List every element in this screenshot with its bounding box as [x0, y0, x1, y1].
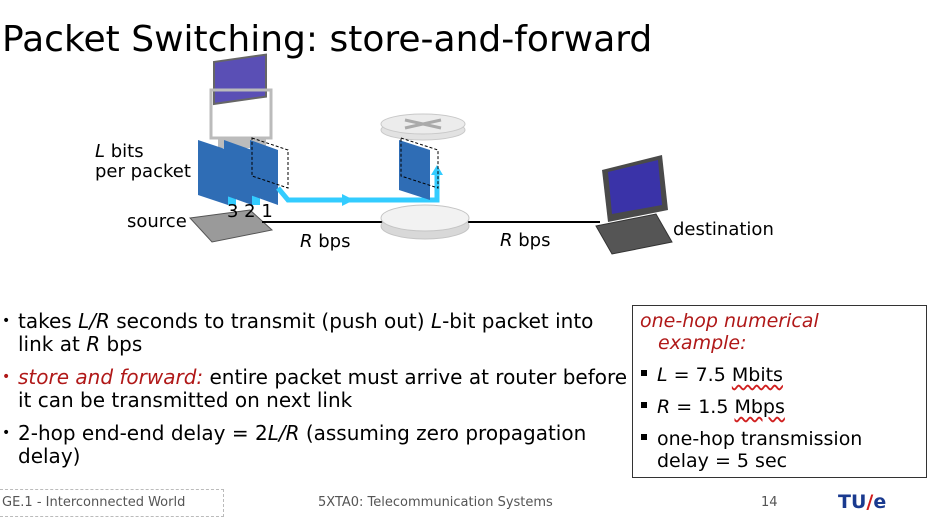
- transmission-path: [276, 172, 440, 203]
- arrow-up-icon: [431, 165, 443, 175]
- bullet-two-hop-delay: • 2-hop end-end delay = 2L/R (assuming z…: [2, 421, 587, 468]
- page-number: 14: [761, 495, 778, 510]
- packets-icon: [198, 137, 289, 205]
- link1-rate-label: R bps: [300, 231, 351, 252]
- packet-numbers-label: 3 2 1: [227, 201, 273, 222]
- bullet-store-forward: • store and forward: entire packet must …: [2, 365, 628, 412]
- example-item-rate: R = 1.5 Mbps: [641, 396, 785, 418]
- tue-logo: TU/e: [838, 491, 887, 513]
- store-and-forward-diagram: [188, 53, 673, 255]
- link2-rate-label: R bps: [500, 230, 551, 251]
- footer-course-module: GE.1 - Interconnected World: [0, 489, 224, 517]
- slide-title: Packet Switching: store-and-forward: [2, 19, 653, 60]
- router-top-icon: [380, 113, 466, 200]
- bullet-transmit-time: • takes L/R seconds to transmit (push ou…: [2, 309, 594, 356]
- source-computer-icon: [188, 53, 274, 243]
- destination-label: destination: [673, 219, 774, 240]
- source-label: source: [127, 211, 187, 232]
- example-box: one-hop numerical example: L = 7.5 Mbits…: [632, 305, 927, 478]
- destination-laptop-icon: [595, 155, 673, 255]
- example-item-delay: one-hop transmission delay = 5 sec: [641, 428, 862, 472]
- router-icon: [380, 204, 470, 240]
- footer-course-title: 5XTA0: Telecommunication Systems: [318, 495, 553, 510]
- example-item-packet-size: L = 7.5 Mbits: [641, 364, 783, 386]
- bullet-list: • takes L/R seconds to transmit (push ou…: [0, 310, 630, 478]
- bits-per-packet-label: L bits per packet: [95, 141, 191, 182]
- example-title: one-hop numerical example:: [640, 310, 819, 354]
- arrow-right-icon: [342, 194, 354, 206]
